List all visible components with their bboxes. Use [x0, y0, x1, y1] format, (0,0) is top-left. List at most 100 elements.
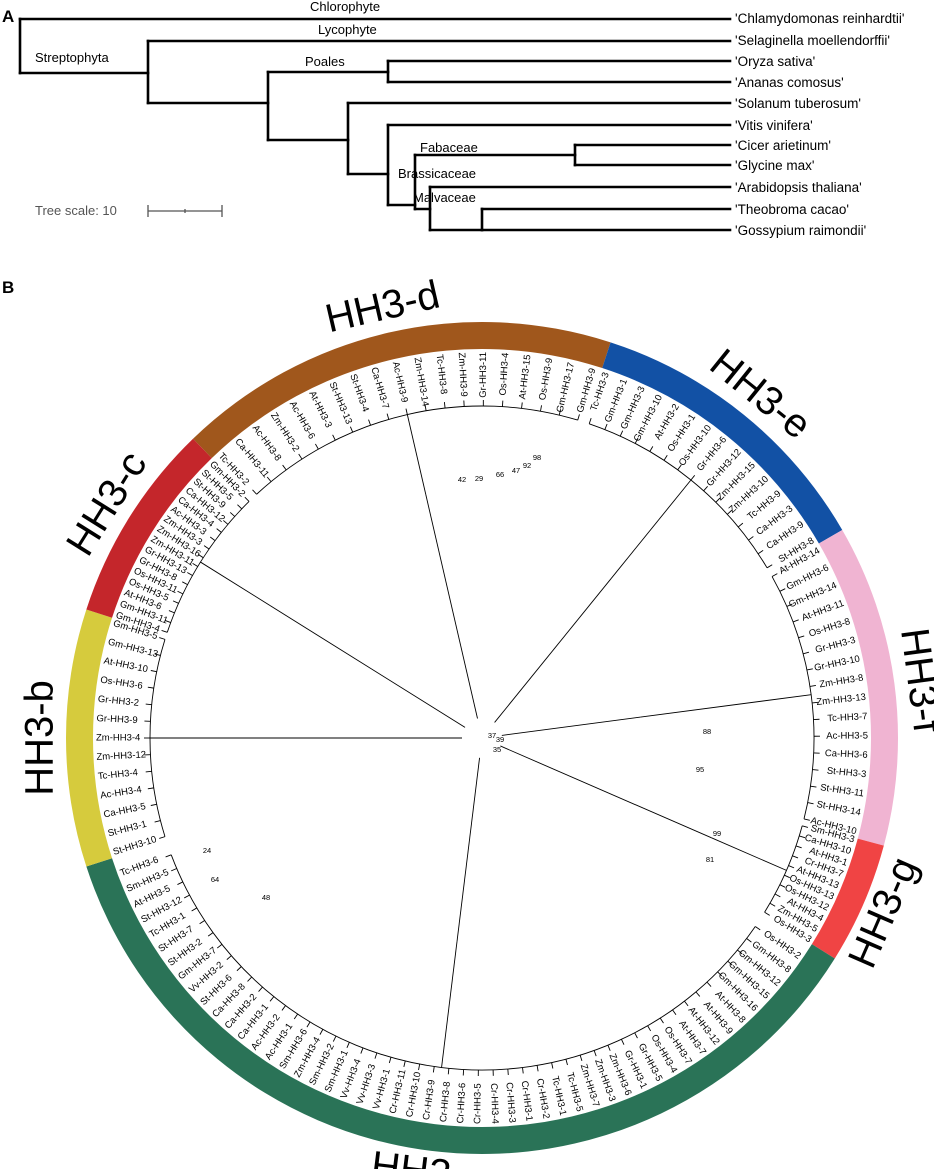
tip-branch — [737, 949, 743, 955]
bootstrap-value: 39 — [496, 735, 504, 744]
tip-branch — [150, 670, 157, 673]
tip-branch — [403, 1060, 406, 1067]
tip-branch — [223, 520, 229, 525]
clade-ring-hh3-e — [602, 342, 843, 544]
tip-branch — [703, 486, 708, 492]
gene-leaf: Zm-HH3-4 — [96, 733, 140, 744]
tip-branch — [349, 426, 354, 433]
tip-branch — [795, 845, 802, 849]
gene-leaf: St-HH3-14 — [816, 799, 862, 819]
tip-branch — [812, 701, 819, 704]
tree-scale-bar — [147, 205, 223, 217]
gene-leaf: Zm-HH3-13 — [816, 692, 867, 708]
clade-ring-hh3-a — [86, 858, 835, 1154]
bootstrap-value: 99 — [713, 829, 721, 838]
tip-branch — [536, 1065, 539, 1072]
tip-branch — [558, 409, 562, 416]
bootstrap-value: 47 — [512, 466, 520, 475]
bootstrap-value: 24 — [203, 846, 211, 855]
tip-branch — [374, 1052, 378, 1059]
tip-branch — [522, 1067, 524, 1074]
tip-branch — [165, 854, 172, 858]
tip-branch — [809, 685, 816, 687]
clade-ring-hh3-f — [818, 530, 898, 846]
species-leaf: 'Vitis vinifera' — [735, 118, 813, 133]
tip-branch — [418, 1064, 421, 1071]
tip-branch — [672, 1009, 677, 1016]
clade-label-chlorophyte: Chlorophyte — [310, 0, 380, 14]
tip-branch — [203, 545, 210, 550]
tip-branch — [207, 932, 214, 937]
gene-tree-branches — [144, 400, 820, 1076]
tip-branch — [161, 629, 168, 633]
tip-branch — [226, 955, 232, 960]
species-tree-branches — [18, 17, 732, 232]
tip-branch — [424, 404, 427, 411]
tip-branch — [150, 803, 157, 806]
tip-branch — [236, 966, 242, 972]
tip-branch — [145, 703, 152, 706]
clade-label-poales: Poales — [305, 54, 345, 69]
tip-branch — [717, 971, 723, 977]
bootstrap-value: 35 — [493, 745, 501, 754]
species-leaf: 'Gossypium raimondii' — [735, 223, 866, 238]
tip-branch — [177, 881, 184, 885]
tip-branch — [172, 600, 179, 604]
gene-leaf: Gr-HH3-3 — [814, 635, 857, 656]
root-branch — [456, 757, 481, 942]
bootstrap-value: 42 — [458, 475, 466, 484]
gene-leaf: St-HH3-10 — [112, 834, 158, 858]
tip-branch — [154, 653, 161, 656]
tip-branch — [447, 1068, 450, 1075]
clade-arc — [589, 423, 768, 569]
tip-branch — [764, 911, 770, 916]
gene-leaf: Os-HH3-6 — [100, 675, 144, 692]
tip-branch — [154, 820, 161, 823]
tip-branch — [332, 434, 336, 441]
tip-branch — [244, 496, 250, 502]
species-leaf: 'Arabidopsis thaliana' — [735, 180, 862, 195]
tip-branch — [298, 453, 303, 460]
tip-branch — [405, 408, 408, 415]
gene-leaf: Cr-HH3-1 — [519, 1080, 535, 1122]
tip-branch — [192, 563, 198, 567]
gene-leaf: Ca-HH3-5 — [103, 801, 147, 820]
tip-branch — [187, 572, 193, 576]
gene-leaf: Zm-HH3-8 — [819, 673, 865, 691]
tip-branch — [164, 620, 171, 623]
gene-leaf: Ac-HH3-9 — [390, 361, 410, 404]
tip-branch — [332, 1035, 337, 1042]
panel-a-label: A — [2, 7, 14, 26]
tip-branch — [368, 419, 371, 426]
tip-branch — [774, 893, 781, 898]
tip-branch — [281, 1005, 286, 1011]
tip-branch — [727, 960, 733, 966]
tip-branch — [649, 446, 654, 452]
bootstrap-value: 64 — [211, 875, 219, 884]
species-leaf: 'Glycine max' — [735, 158, 814, 173]
gene-leaf: Os-HH3-9 — [537, 357, 555, 401]
species-leaf: 'Theobroma cacao' — [735, 202, 849, 217]
gene-leaf: St-HH3-4 — [347, 373, 371, 414]
tip-branch — [159, 836, 166, 839]
tip-branch — [197, 554, 204, 559]
tip-branch — [792, 855, 799, 859]
tip-branch — [684, 1000, 689, 1007]
clade-stem — [640, 694, 812, 718]
gene-leaf: Ac-HH3-5 — [826, 730, 868, 741]
tip-branch — [788, 865, 795, 869]
tip-branch — [145, 770, 152, 773]
gene-leaf: Cr-HH3-8 — [438, 1081, 453, 1123]
panel-a-species-tree: A — [2, 0, 904, 238]
root-branch — [494, 578, 612, 723]
tip-branch — [588, 417, 592, 424]
tip-branch — [619, 430, 624, 437]
tip-branch — [159, 637, 166, 640]
tip-branch — [209, 536, 216, 541]
tip-branch — [168, 610, 175, 614]
tip-branch — [715, 497, 721, 503]
tip-branch — [191, 907, 198, 912]
